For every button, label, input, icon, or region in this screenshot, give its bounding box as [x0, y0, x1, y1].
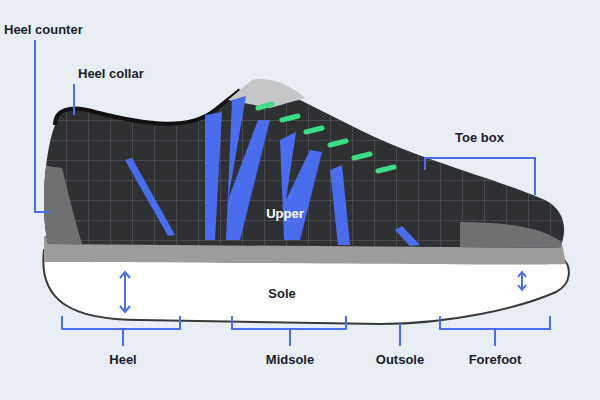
laces — [258, 104, 394, 171]
part-label: Heel collar — [78, 66, 144, 82]
part-label: Heel counter — [4, 22, 83, 38]
part-label: Heel — [109, 352, 136, 368]
part-label: Midsole — [266, 352, 314, 368]
part-label: Upper — [266, 206, 304, 222]
toe-cap — [460, 222, 570, 250]
part-label: Outsole — [376, 352, 424, 368]
leader-lines — [35, 40, 550, 346]
part-label: Toe box — [455, 130, 504, 146]
part-label: Forefoot — [469, 352, 522, 368]
upper-grid — [0, 60, 600, 260]
part-label: Sole — [268, 286, 295, 302]
blue-streaks — [125, 96, 420, 246]
heel-counter-shape — [40, 165, 84, 250]
